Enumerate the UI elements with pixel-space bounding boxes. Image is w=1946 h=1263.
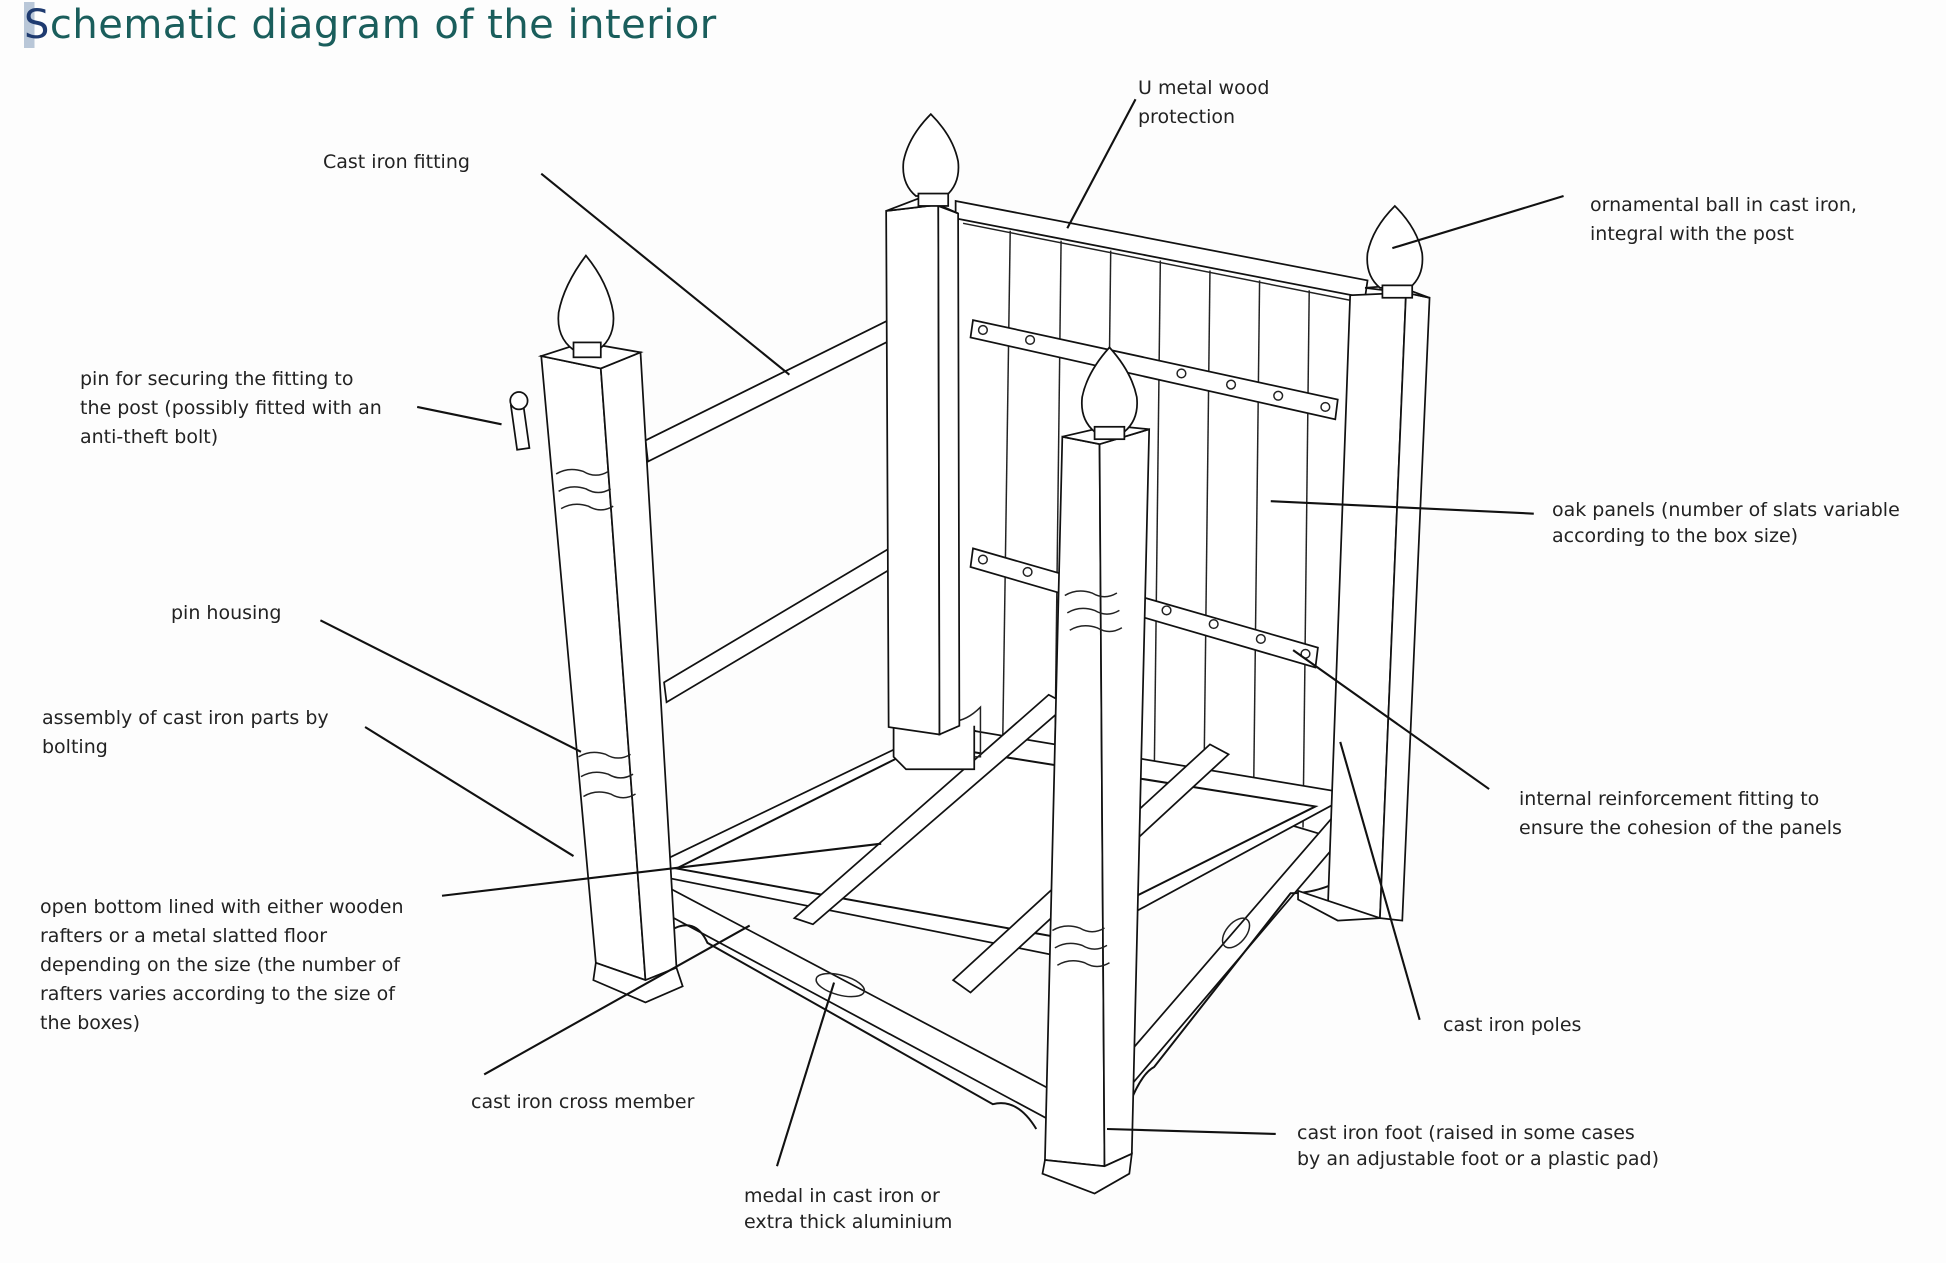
label-line: pin housing xyxy=(171,602,282,624)
label-reinforcement: internal reinforcement fitting to ensure… xyxy=(1519,785,1842,843)
leader-foot xyxy=(1106,1127,1276,1136)
label-pin-housing: pin housing xyxy=(171,599,281,628)
label-line: protection xyxy=(1138,106,1236,128)
page-title: Schematic diagram of the interior xyxy=(24,2,717,48)
label-line: extra thick aluminium xyxy=(744,1211,953,1233)
label-line: integral with the post xyxy=(1590,223,1794,245)
label-assembly: assembly of cast iron parts by bolting xyxy=(42,704,329,762)
label-line: according to the box size) xyxy=(1552,525,1799,547)
label-line: the boxes) xyxy=(40,1012,140,1034)
label-line: depending on the size (the number of xyxy=(40,954,400,976)
leader-lines xyxy=(319,98,1564,1167)
label-line: Cast iron fitting xyxy=(323,151,470,173)
post-back-right xyxy=(1297,204,1431,922)
label-line: cast iron cross member xyxy=(471,1091,695,1113)
leader-pin xyxy=(416,405,502,426)
label-line: U metal wood xyxy=(1138,77,1270,99)
label-cross-member: cast iron cross member xyxy=(471,1088,694,1117)
left-side-rails xyxy=(644,318,898,704)
label-line: anti-theft bolt) xyxy=(80,426,219,448)
leader-cross-member xyxy=(483,924,751,1076)
label-line: ensure the cohesion of the panels xyxy=(1519,817,1842,839)
leader-open-bottom xyxy=(441,842,882,897)
leader-u-metal xyxy=(1066,98,1137,229)
post-front-left xyxy=(537,254,684,1004)
label-oak-panels: oak panels (number of slats variable acc… xyxy=(1552,497,1900,549)
leader-cast-iron-poles xyxy=(1339,741,1421,1021)
label-line: cast iron poles xyxy=(1443,1014,1582,1036)
label-open-bottom: open bottom lined with either wooden raf… xyxy=(40,893,404,1038)
label-cast-iron-fitting: Cast iron fitting xyxy=(323,148,470,177)
label-line: by an adjustable foot or a plastic pad) xyxy=(1297,1148,1660,1170)
leader-ornamental-ball xyxy=(1392,195,1564,250)
label-pin: pin for securing the fitting to the post… xyxy=(80,365,382,452)
label-line: medal in cast iron or xyxy=(744,1185,940,1207)
label-line: open bottom lined with either wooden xyxy=(40,896,404,918)
leader-medal xyxy=(775,982,836,1167)
label-line: rafters or a metal slatted floor xyxy=(40,925,328,947)
post-back-left xyxy=(885,112,961,736)
label-medal: medal in cast iron or extra thick alumin… xyxy=(744,1183,952,1235)
label-line: assembly of cast iron parts by xyxy=(42,707,329,729)
leader-pin-housing xyxy=(319,619,582,753)
label-line: internal reinforcement fitting to xyxy=(1519,788,1820,810)
label-line: cast iron foot (raised in some cases xyxy=(1297,1122,1635,1144)
label-line: the post (possibly fitted with an xyxy=(80,397,382,419)
label-line: oak panels (number of slats variable xyxy=(1552,499,1900,521)
label-line: bolting xyxy=(42,736,108,758)
label-line: rafters varies according to the size of xyxy=(40,983,395,1005)
label-foot: cast iron foot (raised in some cases by … xyxy=(1297,1120,1659,1172)
leader-cast-iron-fitting xyxy=(540,172,791,376)
leader-reinforcement xyxy=(1292,649,1490,790)
label-line: pin for securing the fitting to xyxy=(80,368,354,390)
label-ornamental-ball: ornamental ball in cast iron, integral w… xyxy=(1590,191,1857,249)
label-line: ornamental ball in cast iron, xyxy=(1590,194,1857,216)
title-initial: S xyxy=(24,2,50,48)
post-front-right xyxy=(1041,346,1151,1195)
securing-pin xyxy=(509,391,531,451)
label-u-metal: U metal wood protection xyxy=(1138,74,1269,132)
label-cast-iron-poles: cast iron poles xyxy=(1443,1011,1581,1040)
leader-oak-panels xyxy=(1270,500,1534,515)
leader-assembly xyxy=(364,726,575,857)
title-text: chematic diagram of the interior xyxy=(49,2,717,48)
